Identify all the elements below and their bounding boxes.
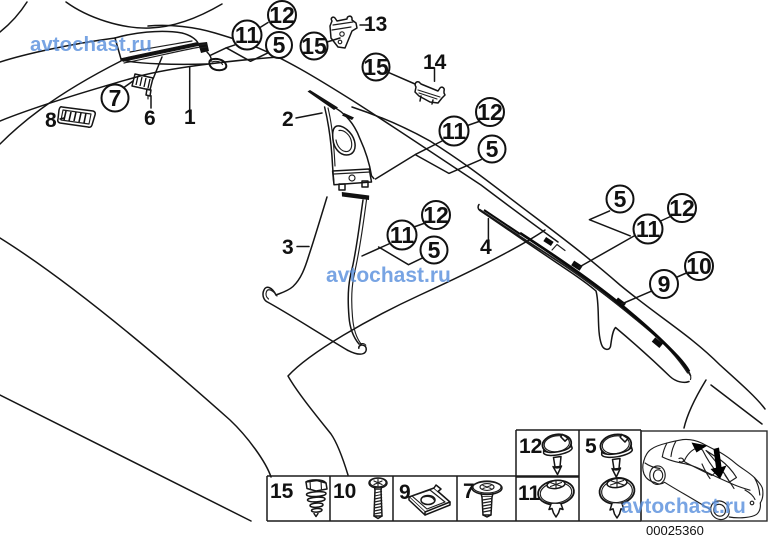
svg-text:9: 9 (658, 271, 671, 297)
svg-text:5: 5 (585, 435, 597, 458)
svg-text:avtochast.ru: avtochast.ru (621, 495, 746, 518)
svg-text:11: 11 (518, 482, 541, 505)
svg-text:7: 7 (463, 480, 475, 503)
svg-text:5: 5 (273, 32, 286, 58)
svg-text:avtochast.ru: avtochast.ru (326, 264, 451, 287)
svg-text:11: 11 (442, 118, 467, 144)
svg-text:6: 6 (144, 107, 156, 130)
svg-text:11: 11 (235, 22, 260, 48)
svg-text:12: 12 (269, 2, 295, 28)
svg-text:12: 12 (477, 99, 503, 125)
svg-text:11: 11 (390, 222, 415, 248)
svg-text:7: 7 (109, 85, 122, 111)
svg-text:11: 11 (636, 216, 661, 242)
svg-text:15: 15 (363, 54, 389, 80)
svg-text:12: 12 (519, 435, 542, 458)
svg-text:13: 13 (364, 13, 387, 36)
svg-text:14: 14 (423, 51, 447, 74)
svg-text:10: 10 (333, 480, 356, 503)
svg-text:10: 10 (686, 253, 712, 279)
svg-text:5: 5 (428, 237, 441, 263)
svg-text:8: 8 (45, 109, 57, 132)
svg-text:avtochast.ru: avtochast.ru (30, 33, 152, 56)
svg-text:2: 2 (282, 108, 294, 131)
svg-text:5: 5 (486, 136, 499, 162)
svg-text:15: 15 (301, 33, 327, 59)
svg-text:12: 12 (423, 202, 449, 228)
svg-text:1: 1 (184, 106, 196, 129)
svg-text:00025360: 00025360 (646, 523, 704, 538)
svg-text:15: 15 (270, 480, 294, 503)
svg-text:3: 3 (282, 236, 294, 259)
svg-text:4: 4 (480, 236, 492, 259)
svg-text:12: 12 (669, 195, 695, 221)
svg-text:9: 9 (399, 481, 411, 504)
svg-text:5: 5 (614, 186, 627, 212)
